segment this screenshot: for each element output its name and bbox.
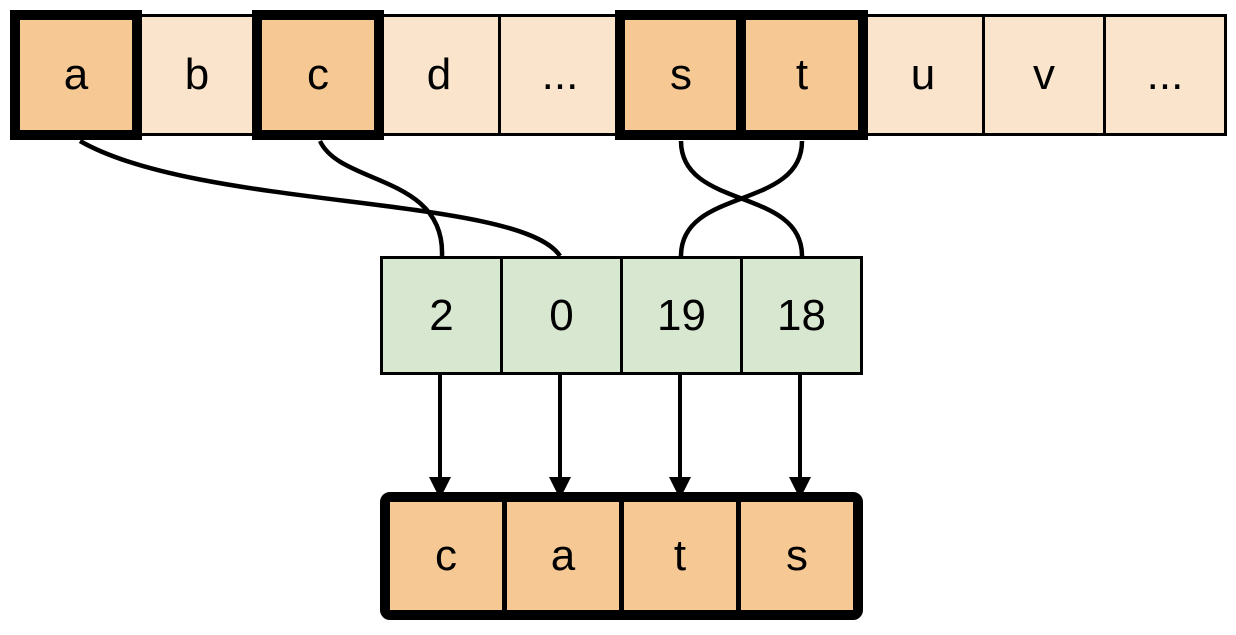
output-cell-c: c [390, 502, 502, 610]
index-array: 2 0 19 18 [380, 256, 863, 375]
alphabet-array: a b c d ... s t u v ... [10, 10, 1227, 140]
index-cell-2: 2 [380, 256, 503, 375]
arrow-index18-to-output-s [789, 375, 811, 499]
arrow-index19-to-output-t [669, 375, 691, 499]
output-array: c a t s [380, 492, 863, 620]
alphabet-cell-u: u [861, 14, 985, 136]
alphabet-cell-ellipsis2: ... [1103, 14, 1227, 136]
output-cell-t: t [624, 502, 736, 610]
alphabet-cell-t: t [736, 10, 868, 140]
arrow-index2-to-output-c [429, 375, 451, 499]
index-cell-18: 18 [740, 256, 863, 375]
curve-a-to-index-0 [78, 139, 562, 258]
arrow-index0-to-output-a [549, 375, 571, 499]
alphabet-cell-d: d [377, 14, 501, 136]
output-cell-s: s [741, 502, 853, 610]
output-cell-a: a [507, 502, 619, 610]
alphabet-cell-ellipsis1: ... [498, 14, 622, 136]
alphabet-cell-s: s [615, 10, 747, 140]
index-cell-0: 0 [500, 256, 623, 375]
curve-s-to-index-18 [678, 140, 805, 257]
alphabet-cell-c: c [252, 10, 384, 140]
alphabet-cell-a: a [10, 10, 142, 140]
curve-t-to-index-19 [678, 140, 805, 257]
index-cell-19: 19 [620, 256, 743, 375]
alphabet-cell-b: b [135, 14, 259, 136]
alphabet-cell-v: v [982, 14, 1106, 136]
curve-c-to-index-2 [317, 139, 445, 257]
